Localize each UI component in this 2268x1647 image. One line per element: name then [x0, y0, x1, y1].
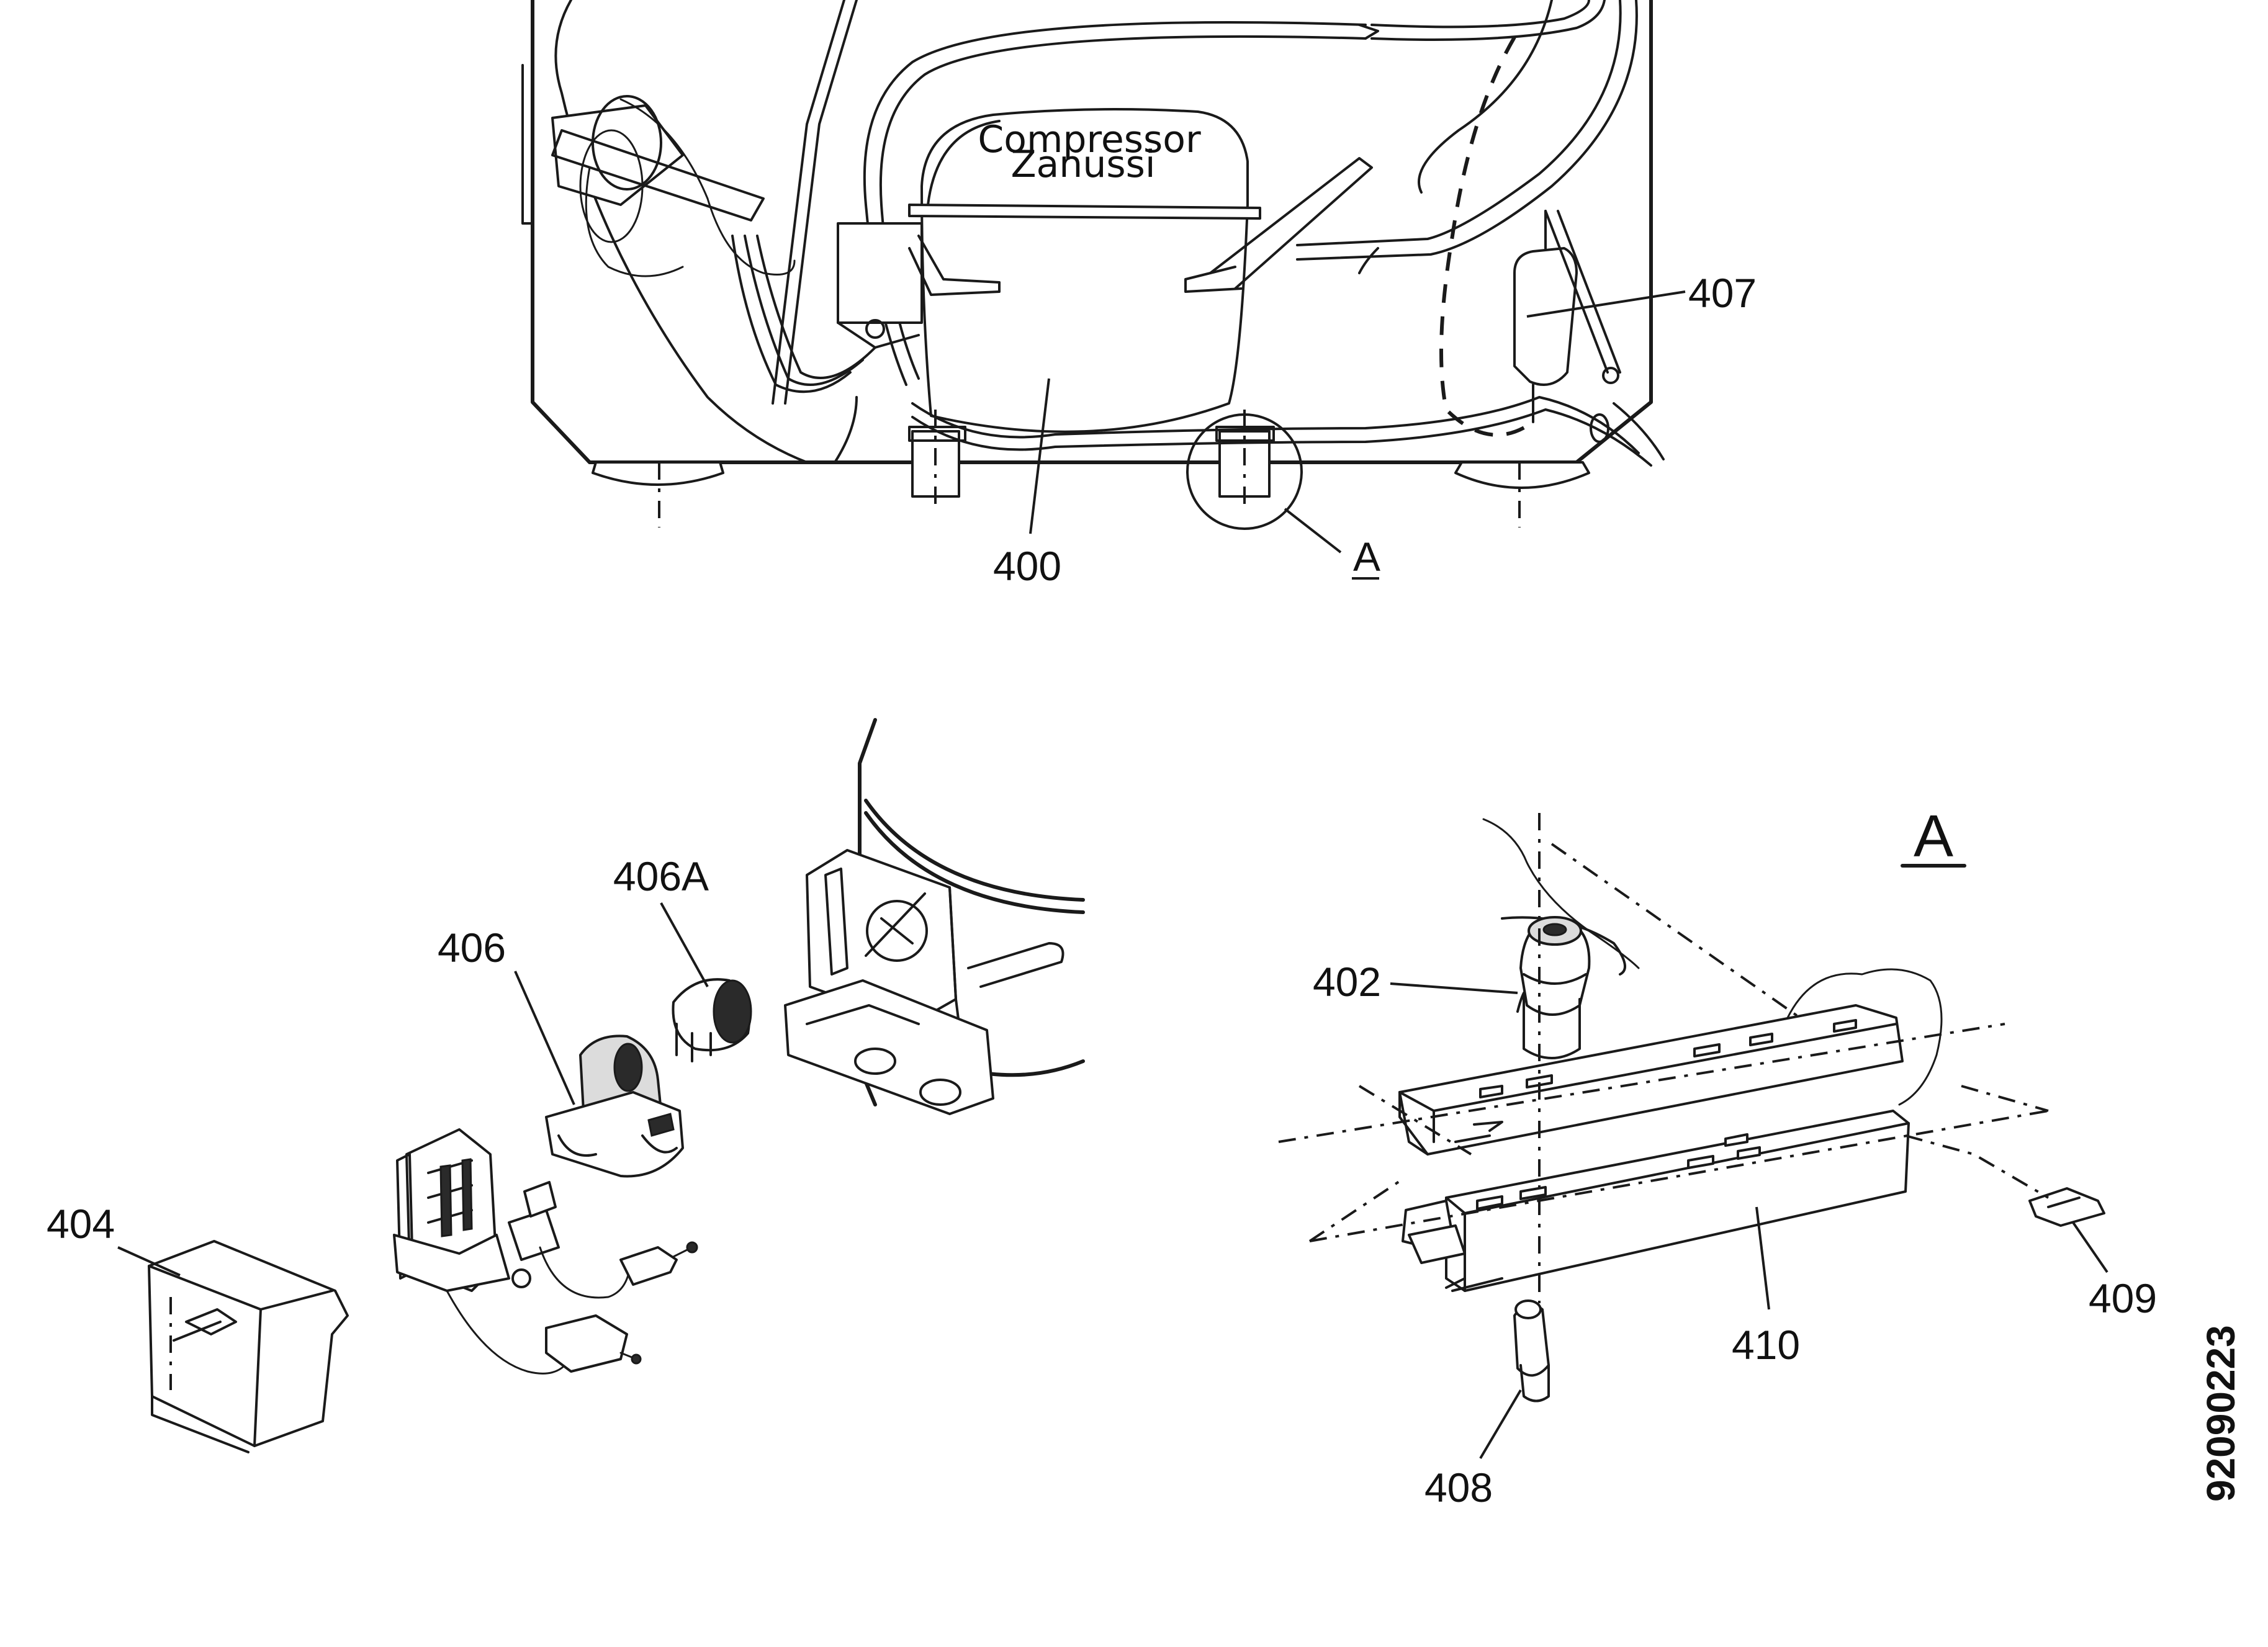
terminal-assembly [393, 1128, 698, 1375]
part-label-404: 404 [47, 1201, 115, 1247]
part-406a-starter [672, 978, 752, 1062]
part-label-406a: 406A [613, 853, 709, 899]
part-label-410: 410 [1732, 1322, 1800, 1368]
part-label-406: 406 [438, 925, 506, 971]
detail-a-title: A [1914, 803, 1953, 869]
compressor-stamp-line-1: Compressor [978, 118, 1201, 161]
part-label-409: 409 [2089, 1275, 2157, 1321]
part-label-407: 407 [1688, 270, 1757, 316]
detail-callout-label: A [1353, 534, 1380, 580]
detail-a-assembly [1278, 813, 2105, 1402]
part-406-relay [545, 1034, 684, 1178]
compressor-stamp-line-2: Zanussi [1010, 143, 1155, 186]
part-label-408: 408 [1424, 1465, 1493, 1510]
base-assembly: Compressor Zanussi [521, 0, 1665, 554]
part-label-402: 402 [1313, 959, 1381, 1005]
document-number: 92090223 [2198, 1325, 2243, 1502]
part-404-cover [148, 1240, 349, 1453]
compressor-electrical-side [784, 718, 1085, 1115]
part-label-400: 400 [993, 543, 1061, 589]
